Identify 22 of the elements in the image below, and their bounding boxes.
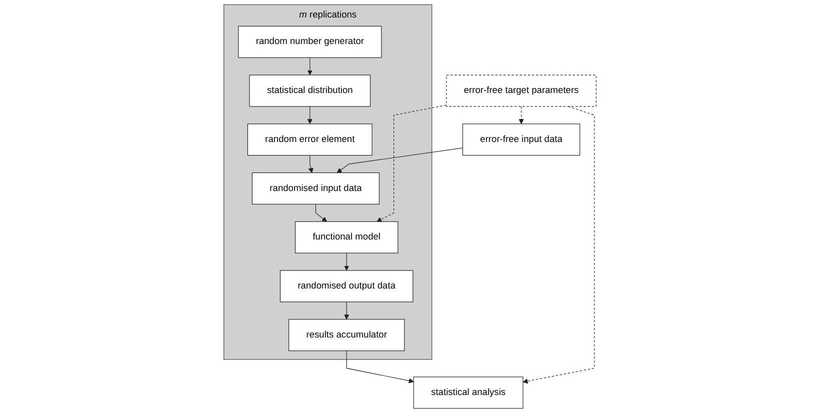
node-box [446, 74, 596, 107]
arrow [344, 252, 350, 271]
arrow [336, 148, 463, 173]
node-box [247, 124, 372, 156]
arrow [308, 155, 314, 173]
node-box [294, 221, 398, 254]
arrow [518, 106, 524, 124]
arrow [344, 302, 350, 320]
node-box [288, 319, 405, 352]
arrow [346, 350, 414, 384]
node-box [249, 74, 371, 107]
node-box [462, 124, 580, 156]
arrow [522, 106, 595, 384]
arrow [307, 106, 312, 124]
cluster [224, 4, 432, 360]
arrow [376, 104, 447, 222]
node-box [238, 26, 382, 58]
node-box [252, 172, 380, 204]
node-box [413, 376, 524, 409]
node-box [280, 270, 414, 302]
arrow [315, 204, 327, 222]
arrow [307, 57, 312, 76]
